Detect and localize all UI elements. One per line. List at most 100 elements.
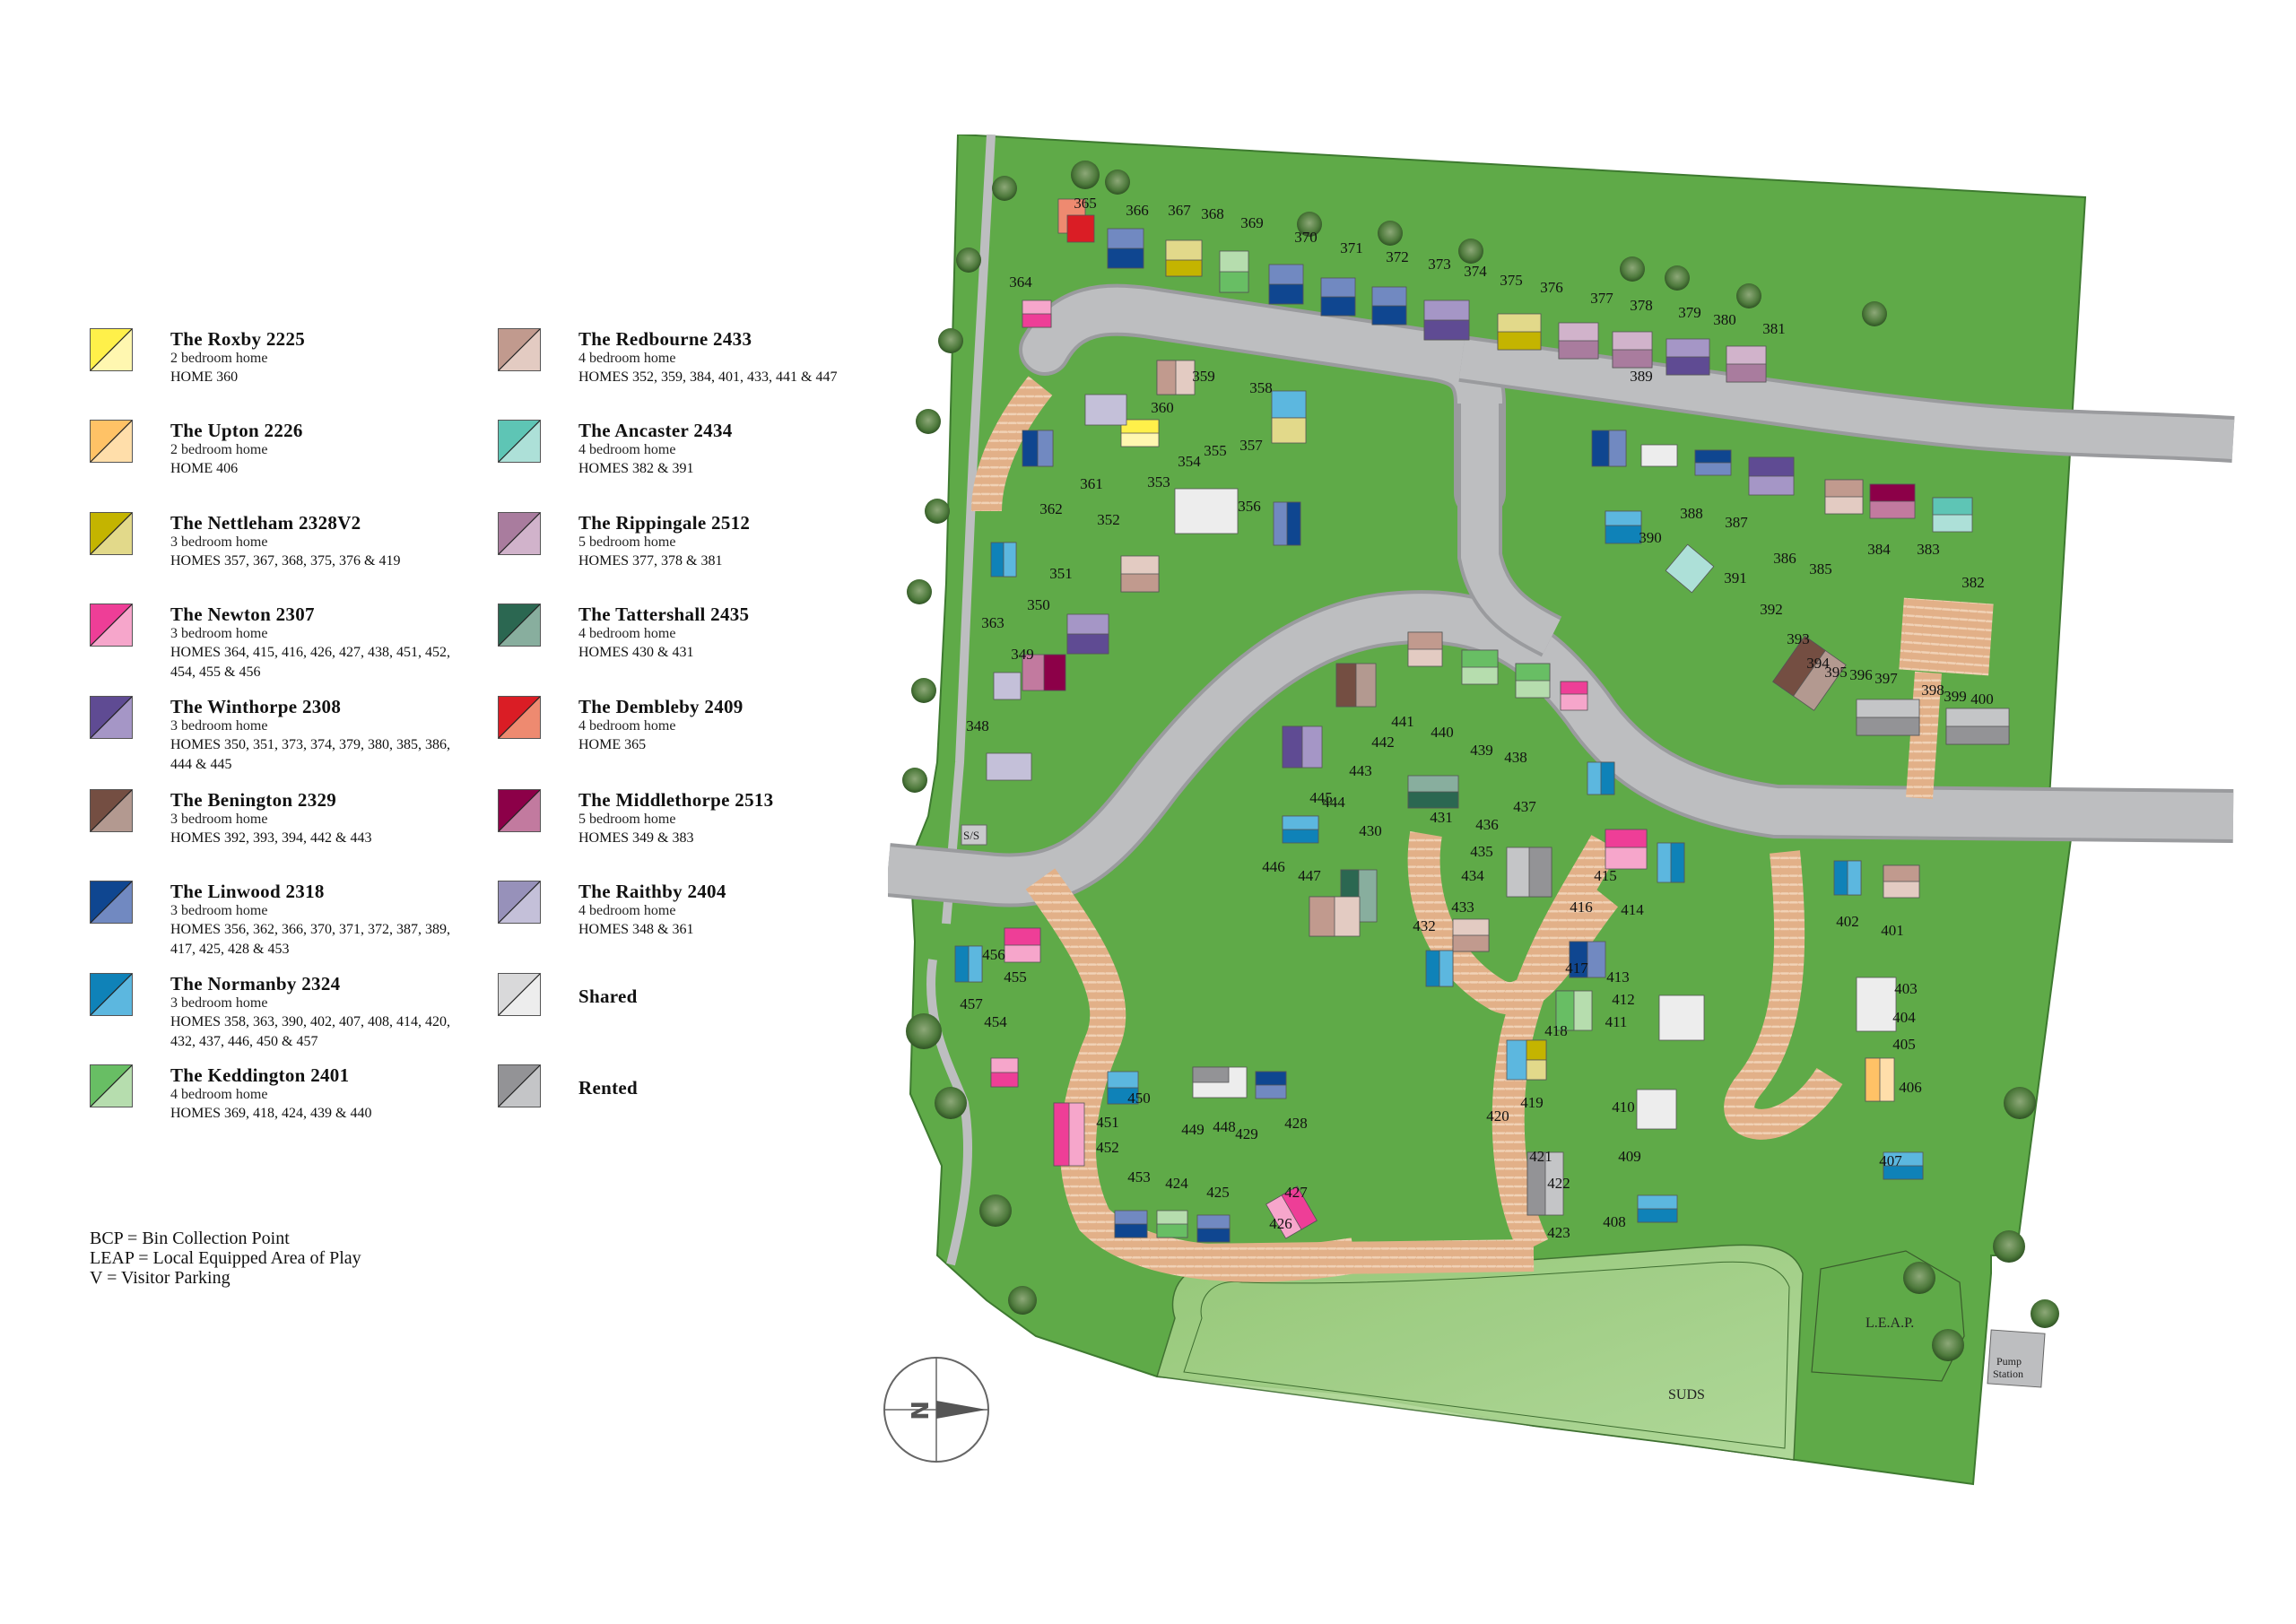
plot-number: 370: [1294, 229, 1318, 246]
legend-home-numbers: HOME 406: [170, 461, 239, 476]
legend-house-type-name: The Ancaster 2434: [578, 420, 733, 441]
plot-number: 388: [1680, 505, 1703, 522]
legend-home-numbers: HOMES 356, 362, 366, 370, 371, 372, 387,…: [170, 922, 451, 957]
plot-number: 394: [1806, 655, 1830, 672]
legend-bedrooms: 3 bedroom home: [170, 534, 268, 550]
plot-number: 425: [1206, 1184, 1230, 1201]
plot-number: 427: [1284, 1184, 1308, 1201]
legend-swatch: [90, 696, 133, 739]
plot-number: 364: [1009, 274, 1032, 291]
legend-item: Shared: [498, 973, 638, 1016]
plot-number: 448: [1213, 1118, 1236, 1135]
plot-number: 406: [1899, 1079, 1922, 1096]
plot-number: 402: [1836, 913, 1859, 930]
plot-number: 440: [1431, 724, 1454, 741]
legend-house-type-name: The Winthorpe 2308: [170, 696, 342, 717]
plot-number: 396: [1849, 666, 1873, 683]
plot-number: 384: [1867, 541, 1891, 558]
plot-number: 453: [1127, 1168, 1151, 1185]
compass-n-label: N: [905, 1401, 932, 1420]
plot-number: 399: [1944, 688, 1967, 705]
plot-number: 348: [966, 717, 989, 734]
legend-swatch: [90, 420, 133, 463]
plot-number: 389: [1630, 368, 1653, 385]
compass-icon: N: [883, 1357, 989, 1463]
plot-number: 404: [1892, 1009, 1916, 1026]
plot-number: 450: [1127, 1090, 1151, 1107]
plot-number: 381: [1762, 320, 1786, 337]
legend-house-type-name: The Nettleham 2328V2: [170, 512, 361, 534]
legend-bedrooms: 3 bedroom home: [170, 812, 268, 827]
plot-number: 416: [1570, 899, 1593, 916]
legend-swatch: [90, 973, 133, 1016]
plot-number: 414: [1621, 901, 1644, 918]
plot-number: 417: [1565, 960, 1588, 977]
legend-bedrooms: 2 bedroom home: [170, 442, 268, 457]
legend-swatch: [498, 789, 541, 832]
plot-number: 349: [1011, 646, 1034, 663]
plot-number: 441: [1391, 713, 1414, 730]
legend-swatch: [498, 604, 541, 647]
plot-number: 397: [1874, 670, 1898, 687]
plot-number: 351: [1049, 565, 1073, 582]
leap-label: L.E.A.P.: [1866, 1316, 1914, 1331]
legend-house-type-name: The Keddington 2401: [170, 1064, 350, 1086]
legend-home-numbers: HOMES 369, 418, 424, 439 & 440: [170, 1106, 372, 1121]
legend-swatch: [498, 512, 541, 555]
plot-number: 401: [1881, 922, 1904, 939]
plot-number: 429: [1235, 1125, 1258, 1142]
plot-number: 380: [1713, 311, 1736, 328]
legend-home-numbers: HOMES 392, 393, 394, 442 & 443: [170, 830, 372, 846]
site-plan-svg: 3653663673683693703713723733743753763773…: [885, 134, 2235, 1486]
plot-number: 368: [1201, 205, 1224, 222]
plot-number: 409: [1618, 1148, 1641, 1165]
legend-bedrooms: 5 bedroom home: [578, 812, 676, 827]
plot-number: 398: [1921, 682, 1944, 699]
legend-bedrooms: 3 bedroom home: [170, 626, 268, 641]
plot-number: 452: [1096, 1139, 1119, 1156]
north-compass: N: [881, 1354, 992, 1465]
trees: [902, 161, 2059, 1361]
plot-number: 444: [1322, 794, 1345, 811]
plot-number: 438: [1504, 749, 1527, 766]
plot-number: 412: [1612, 991, 1635, 1008]
plot-number: 372: [1386, 248, 1409, 265]
legend-bedrooms: 2 bedroom home: [170, 351, 268, 366]
plot-number: 407: [1879, 1152, 1902, 1169]
legend-house-type-name: The Tattershall 2435: [578, 604, 750, 625]
legend-house-type-name: The Newton 2307: [170, 604, 315, 625]
legend-swatch: [90, 328, 133, 371]
plot-number: 408: [1603, 1213, 1626, 1230]
plot-number: 392: [1760, 601, 1783, 618]
legend-home-numbers: HOMES 349 & 383: [578, 830, 694, 846]
legend-home-numbers: HOMES 350, 351, 373, 374, 379, 380, 385,…: [170, 737, 451, 772]
legend-house-type-name: The Dembleby 2409: [578, 696, 744, 717]
legend-swatch: [498, 420, 541, 463]
legend-home-numbers: HOME 365: [578, 737, 647, 752]
footpath-west: [942, 134, 996, 925]
plot-number: 430: [1359, 822, 1382, 839]
plot-number: 387: [1725, 514, 1748, 531]
legend-text: Rented: [578, 1064, 638, 1099]
plot-number: 369: [1240, 214, 1264, 231]
plot-number: 405: [1892, 1036, 1916, 1053]
plot-number: 395: [1824, 664, 1848, 681]
plot-number: 442: [1371, 734, 1395, 751]
plot-number: 358: [1249, 379, 1273, 396]
legend-house-type-name: The Normanby 2324: [170, 973, 341, 994]
legend-swatch: [90, 604, 133, 647]
